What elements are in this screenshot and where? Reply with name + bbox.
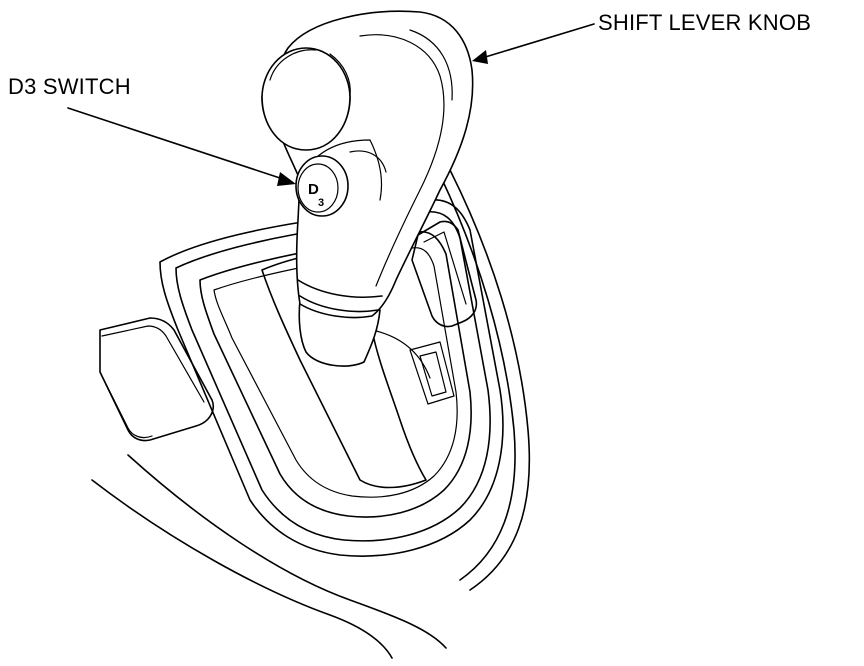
right-console-button <box>411 220 478 328</box>
console-outer-trim <box>91 169 531 659</box>
shift-lever-knob-label: SHIFT LEVER KNOB <box>598 10 812 35</box>
d3-switch: D 3 <box>295 155 349 217</box>
callout-leaders <box>67 23 595 186</box>
knob-leader-line <box>481 23 595 59</box>
knob-top-cap <box>261 47 351 151</box>
d3-switch-main-label: D <box>308 181 319 198</box>
left-console-button <box>99 317 214 442</box>
knob-leader-arrowhead <box>472 50 488 64</box>
d3-leader-line <box>67 107 287 181</box>
d3-switch-sub-label: 3 <box>318 197 324 209</box>
d3-switch-label: D3 SWITCH <box>8 74 131 99</box>
d3-leader-arrowhead <box>277 172 296 186</box>
